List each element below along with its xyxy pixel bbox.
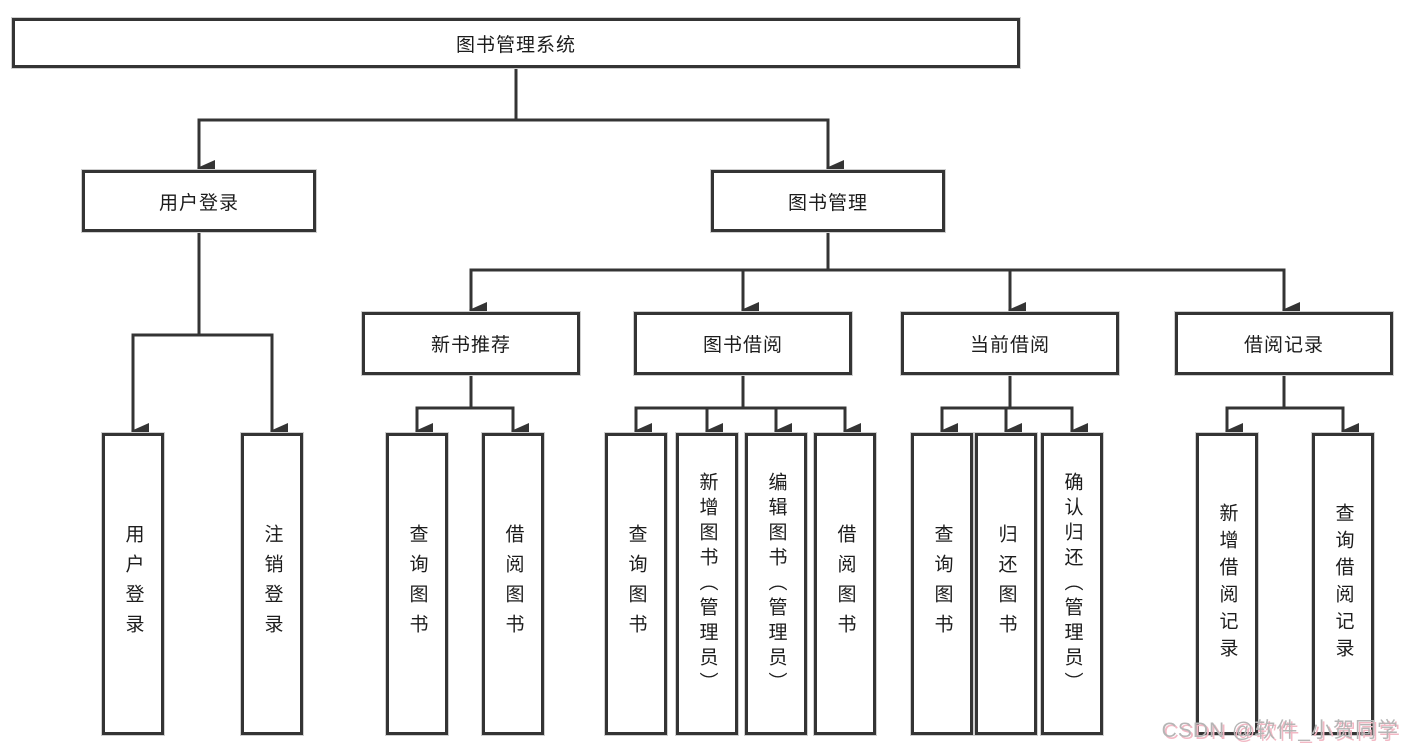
node-label: 查询图书	[625, 524, 647, 644]
csdn-watermark: CSDN @软件_小贺同学	[1161, 719, 1399, 742]
leaf-query-books-current: 查询图书	[911, 433, 973, 735]
node-user-login: 用户登录	[82, 170, 316, 232]
node-label: 当前借阅	[969, 335, 1050, 356]
node-label: 新增借阅记录	[1216, 503, 1238, 665]
node-label: 用户登录	[122, 524, 144, 644]
node-new-book-recommend: 新书推荐	[362, 312, 580, 375]
node-label: 图书借阅	[702, 335, 783, 356]
node-label: 新书推荐	[430, 335, 511, 356]
node-label: 借阅记录	[1243, 335, 1324, 356]
node-book-management: 图书管理	[711, 170, 945, 232]
leaf-add-book-admin: 新增图书（管理员）	[676, 433, 738, 735]
node-root-library-management-system: 图书管理系统	[12, 18, 1020, 68]
leaf-add-borrow-record: 新增借阅记录	[1196, 433, 1258, 735]
node-book-borrow: 图书借阅	[634, 312, 852, 375]
leaf-borrow-books-recommend: 借阅图书	[482, 433, 544, 735]
node-label: 图书管理系统	[455, 34, 576, 56]
leaf-confirm-return-admin: 确认归还（管理员）	[1041, 433, 1103, 735]
leaf-user-login: 用户登录	[102, 433, 164, 735]
leaf-query-books-recommend: 查询图书	[386, 433, 448, 735]
node-label: 查询图书	[406, 524, 428, 644]
leaf-return-book: 归还图书	[975, 433, 1037, 735]
leaf-borrow-books: 借阅图书	[814, 433, 876, 735]
leaf-edit-book-admin: 编辑图书（管理员）	[745, 433, 807, 735]
node-label: 注销登录	[261, 524, 283, 644]
leaf-query-borrow-record: 查询借阅记录	[1312, 433, 1374, 735]
node-borrow-records: 借阅记录	[1175, 312, 1393, 375]
node-label: 借阅图书	[834, 524, 856, 644]
node-label: 新增图书（管理员）	[696, 471, 718, 697]
node-label: 查询借阅记录	[1332, 503, 1354, 665]
leaf-logout: 注销登录	[241, 433, 303, 735]
node-label: 查询图书	[931, 524, 953, 644]
node-label: 归还图书	[995, 524, 1017, 644]
node-label: 借阅图书	[502, 524, 524, 644]
node-label: 图书管理	[787, 192, 868, 214]
node-label: 确认归还（管理员）	[1061, 471, 1083, 697]
node-label: 用户登录	[158, 192, 239, 214]
node-label: 编辑图书（管理员）	[765, 471, 787, 697]
node-current-borrow: 当前借阅	[901, 312, 1119, 375]
leaf-query-books-borrow: 查询图书	[605, 433, 667, 735]
